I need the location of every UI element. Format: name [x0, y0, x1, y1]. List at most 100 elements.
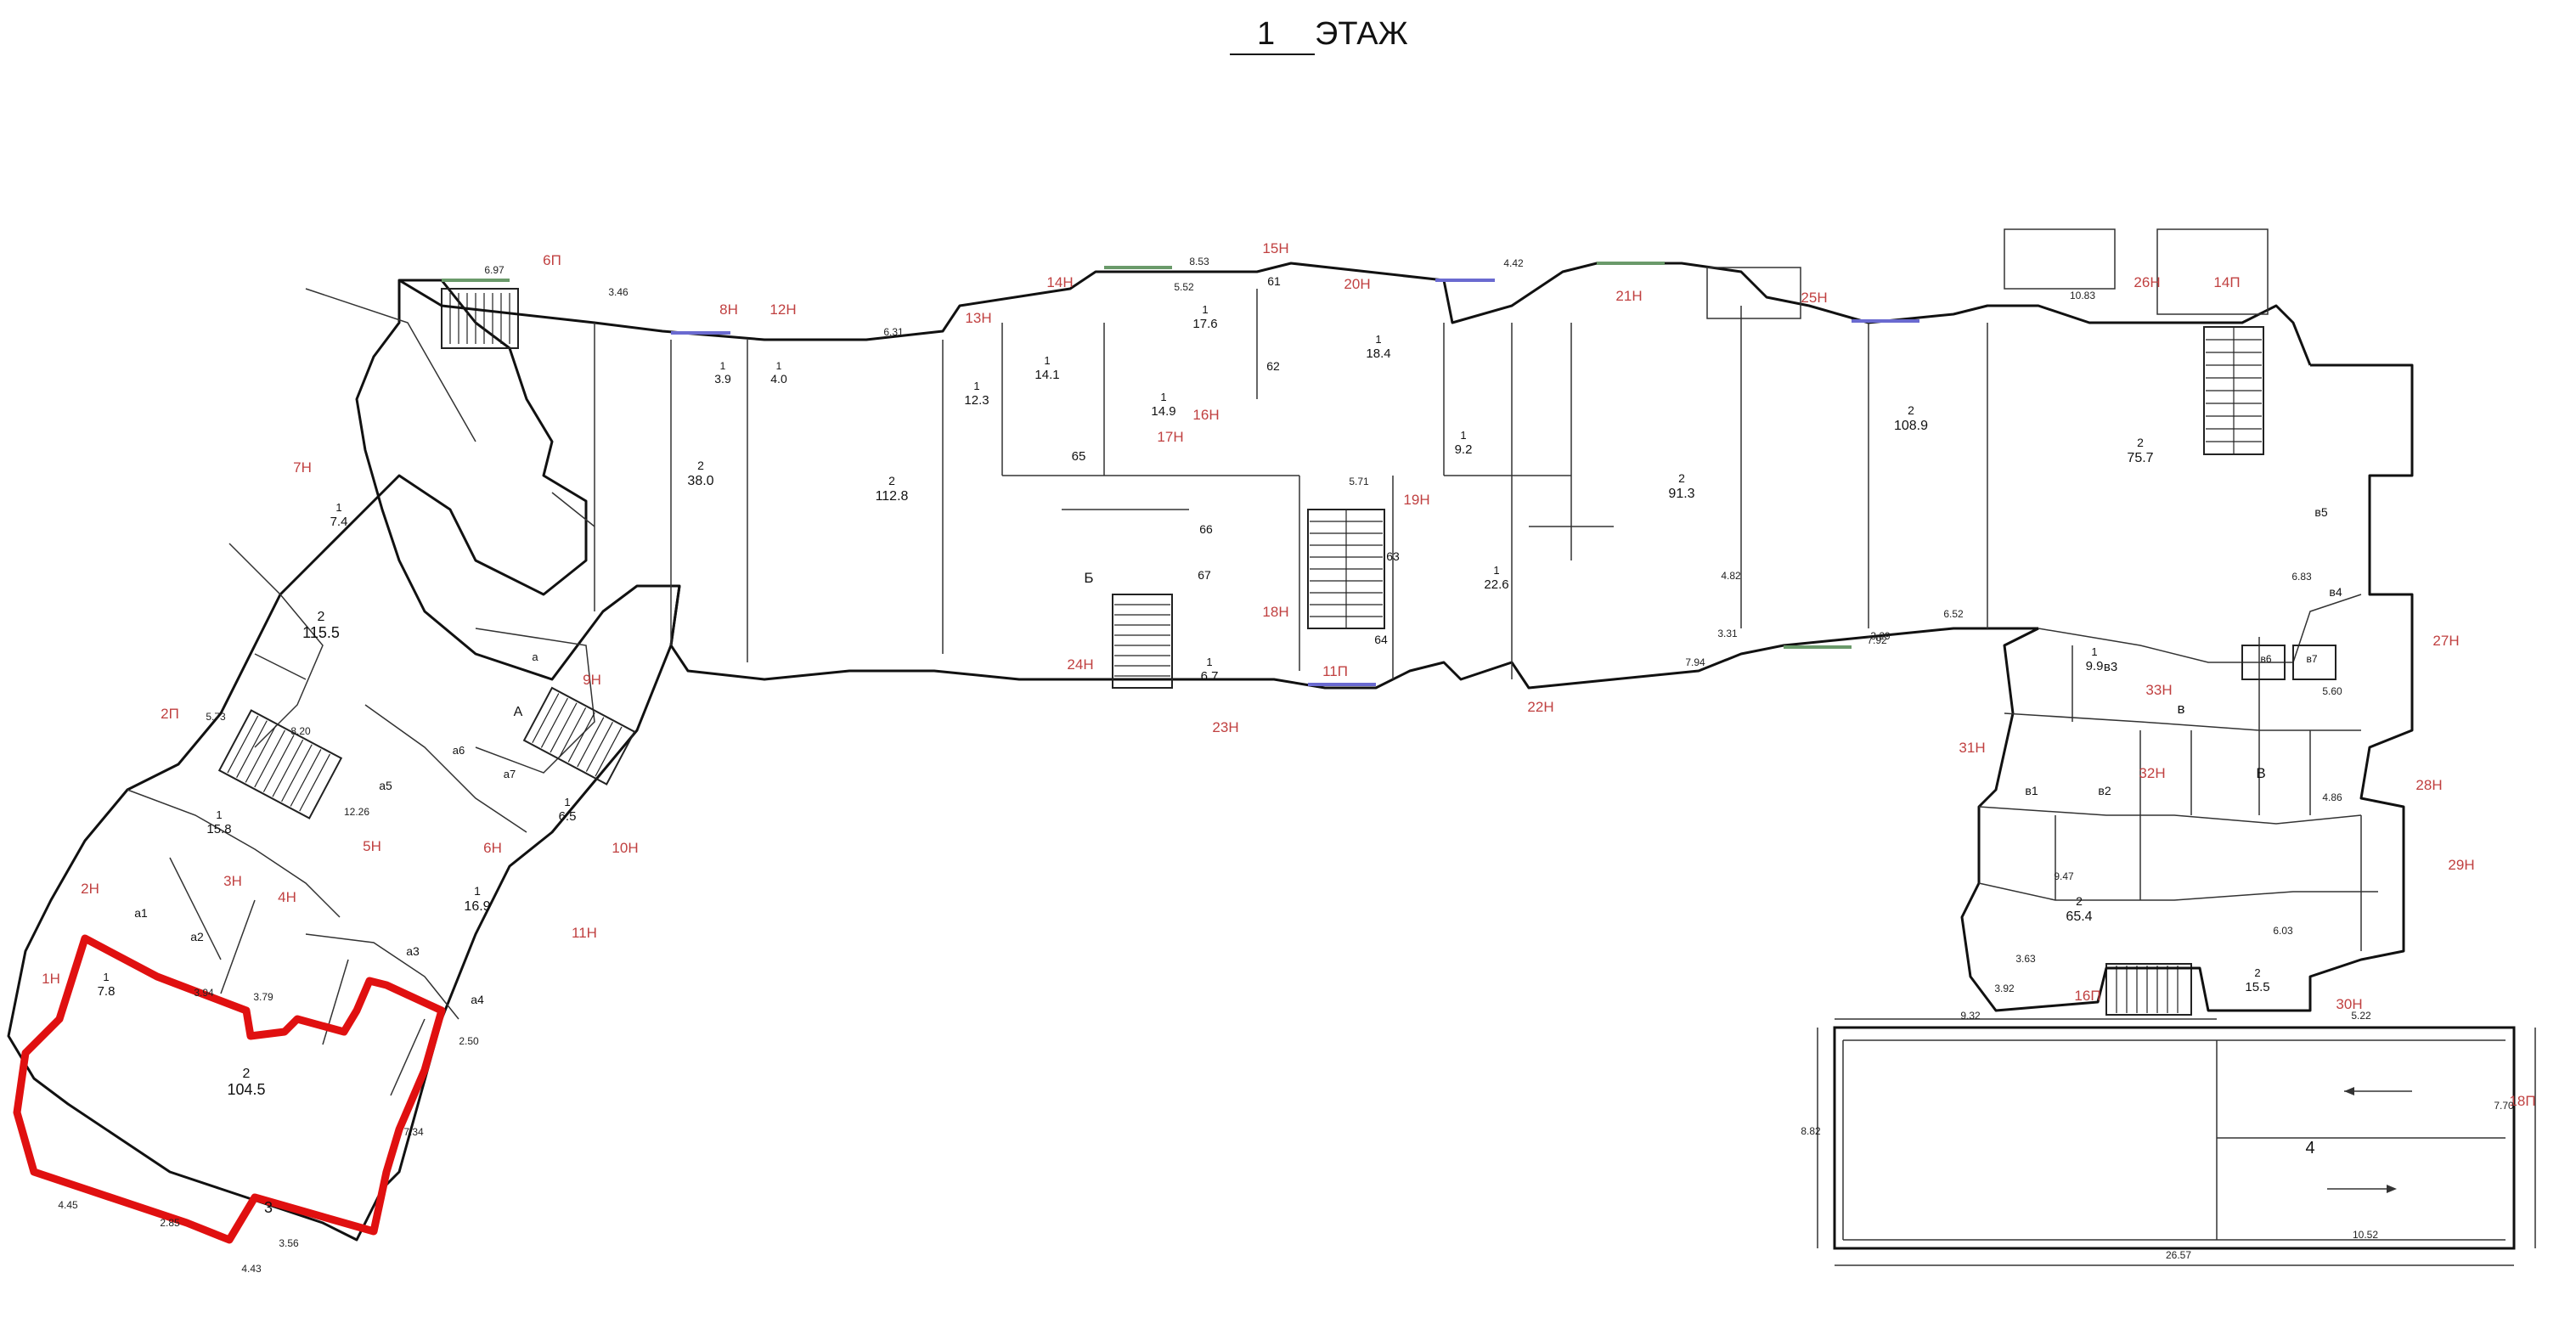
axis-label: 29Н [2448, 857, 2474, 873]
space-label: в3 [2104, 660, 2117, 674]
room-number: 1 [1493, 564, 1499, 577]
axis-label: 14Н [1046, 274, 1073, 290]
highlighted-unit [13, 934, 446, 1244]
room-area: 7.8 [98, 984, 116, 999]
axis-label: 2П [161, 706, 179, 722]
space-label: в6 [2260, 653, 2271, 665]
room-area: 65.4 [2066, 909, 2092, 924]
space-label: 63 [1386, 549, 1400, 563]
space-label: a [532, 650, 538, 663]
axis-label: 2Н [81, 881, 99, 897]
room-number: 2 [1908, 403, 1914, 417]
room-number: 1 [1202, 303, 1208, 316]
axis-label: 15Н [1262, 240, 1288, 256]
stair-east-bottom [2105, 963, 2192, 1016]
dimension-value: 6.31 [883, 326, 904, 338]
room-number: 2 [2254, 966, 2260, 979]
room-number: 1 [1160, 391, 1166, 403]
space-label: В [2256, 765, 2265, 781]
dimension-value: 12.26 [344, 806, 369, 818]
dimension-value: 3.29 [1870, 630, 1891, 642]
dimension-value: 8.53 [1189, 256, 1209, 267]
axis-label: 28Н [2415, 777, 2442, 793]
room-number: 2 [318, 610, 325, 624]
dimension-value: 3.94 [194, 987, 214, 999]
room-area: 3.9 [714, 372, 731, 386]
dimension-value: 4.45 [58, 1199, 78, 1211]
axis-label: 22Н [1527, 699, 1553, 715]
space-label: a6 [453, 744, 465, 757]
axis-label: 7Н [293, 459, 312, 476]
room-number: 1 [720, 360, 726, 372]
dimension-lines [1817, 1018, 2536, 1266]
room-number: 2 [1678, 471, 1685, 485]
room-number: 2 [2137, 436, 2144, 449]
axis-label: 16Н [1192, 407, 1219, 423]
space-label: в2 [2098, 784, 2111, 797]
room-number: 1 [103, 971, 109, 983]
dimension-value: 10.83 [2070, 290, 2095, 301]
central-block [398, 262, 2312, 690]
stair-east-top [2203, 326, 2264, 455]
space-label: 61 [1267, 274, 1281, 288]
axis-label: 24Н [1067, 656, 1093, 673]
room-area: 9.9 [2086, 659, 2104, 673]
dimension-value: 10.52 [2353, 1229, 2378, 1241]
space-label: a2 [190, 930, 204, 943]
dimension-value: 6.83 [2291, 571, 2312, 583]
space-label: в7 [2306, 653, 2317, 665]
axis-label: 19Н [1403, 492, 1429, 508]
dimension-value: 26.57 [2166, 1249, 2191, 1261]
space-label: 64 [1374, 633, 1388, 646]
stair-central-right [1307, 509, 1385, 629]
dimension-value: 8.20 [290, 725, 311, 737]
dimension-value: 7.70 [2494, 1100, 2514, 1112]
dimension-value: 4.82 [1721, 570, 1741, 582]
room-number: 1 [474, 884, 481, 898]
room-number: 1 [216, 808, 222, 821]
room-number: 2 [888, 474, 895, 487]
window-marks [442, 262, 1919, 686]
room-area: 17.6 [1192, 317, 1217, 331]
room-number: 1 [973, 380, 979, 392]
axis-label: 12Н [769, 301, 796, 318]
rooms: 2104.517.82115.5115.817.4238.013.914.021… [98, 303, 2315, 1216]
axis-label: 4Н [278, 889, 296, 905]
axis-label: 27Н [2432, 633, 2459, 649]
dimension-value: 8.82 [1801, 1125, 1821, 1137]
axis-label: 25Н [1801, 290, 1827, 306]
space-label: a4 [471, 993, 484, 1006]
axis-label: 32Н [2139, 765, 2165, 781]
room-area: 18.4 [1366, 346, 1390, 361]
room-number: 1 [1375, 333, 1381, 346]
room-area: 75.7 [2127, 451, 2153, 465]
axis-label: 8Н [719, 301, 738, 318]
room-area: 14.1 [1034, 368, 1059, 382]
space-label: a5 [379, 779, 392, 792]
dimension-value: 7.34 [403, 1126, 424, 1138]
axis-label: 9Н [583, 672, 601, 688]
stair-west-top [441, 288, 519, 349]
space-label: 67 [1198, 568, 1211, 582]
room-area: 4.0 [770, 372, 787, 386]
room-number: 1 [564, 796, 570, 808]
axis-label: 16П [2074, 988, 2100, 1004]
room-area: 115.5 [302, 624, 340, 641]
dimension-value: 3.46 [608, 286, 628, 298]
dimension-value: 5.60 [2322, 685, 2342, 697]
axis-label: 18П [2509, 1093, 2535, 1109]
room-number: 1 [1460, 429, 1466, 442]
room-number: 2 [2076, 894, 2083, 908]
axis-label: 10Н [612, 840, 638, 856]
dimension-value: 3.56 [279, 1237, 299, 1249]
room-area: 7.4 [330, 515, 348, 529]
room-area: 12.3 [964, 393, 989, 408]
dimension-value: 2.85 [160, 1217, 180, 1229]
space-label: Б [1084, 570, 1093, 586]
space-label: a3 [406, 944, 420, 958]
floor-title: 1 ЭТАЖ [1230, 16, 1408, 55]
dimension-value: 7.92 [1867, 634, 1887, 646]
space-label: a7 [504, 768, 516, 780]
dimension-value: 3.92 [1994, 983, 2015, 994]
